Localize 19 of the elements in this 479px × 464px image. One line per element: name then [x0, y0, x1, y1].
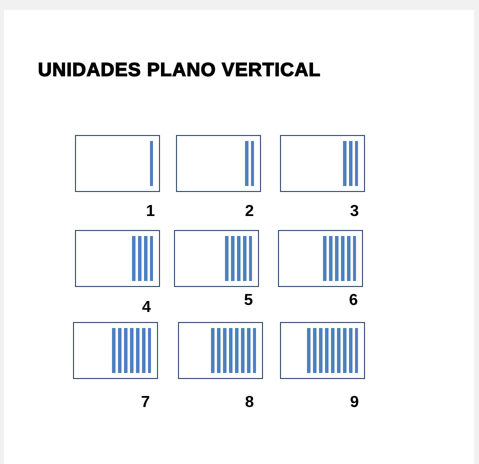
- panel-box: [176, 135, 261, 192]
- panel-box: [278, 230, 363, 287]
- panel-box: [75, 135, 160, 192]
- number-label: 1: [146, 203, 155, 221]
- number-label: 7: [141, 394, 150, 412]
- panel-box: [178, 322, 263, 379]
- number-label: 5: [244, 292, 253, 310]
- number-label: 2: [245, 203, 254, 221]
- panel-box: [75, 230, 160, 287]
- panel-box: [280, 135, 365, 192]
- number-label: 6: [349, 292, 358, 310]
- panel-box: [280, 322, 365, 379]
- number-label: 3: [350, 203, 359, 221]
- title: UNIDADES PLANO VERTICAL: [38, 60, 321, 82]
- panel-box: [174, 230, 259, 287]
- number-label: 9: [350, 394, 359, 412]
- number-label: 4: [142, 299, 151, 317]
- number-label: 8: [245, 394, 254, 412]
- panel-box: [73, 322, 158, 379]
